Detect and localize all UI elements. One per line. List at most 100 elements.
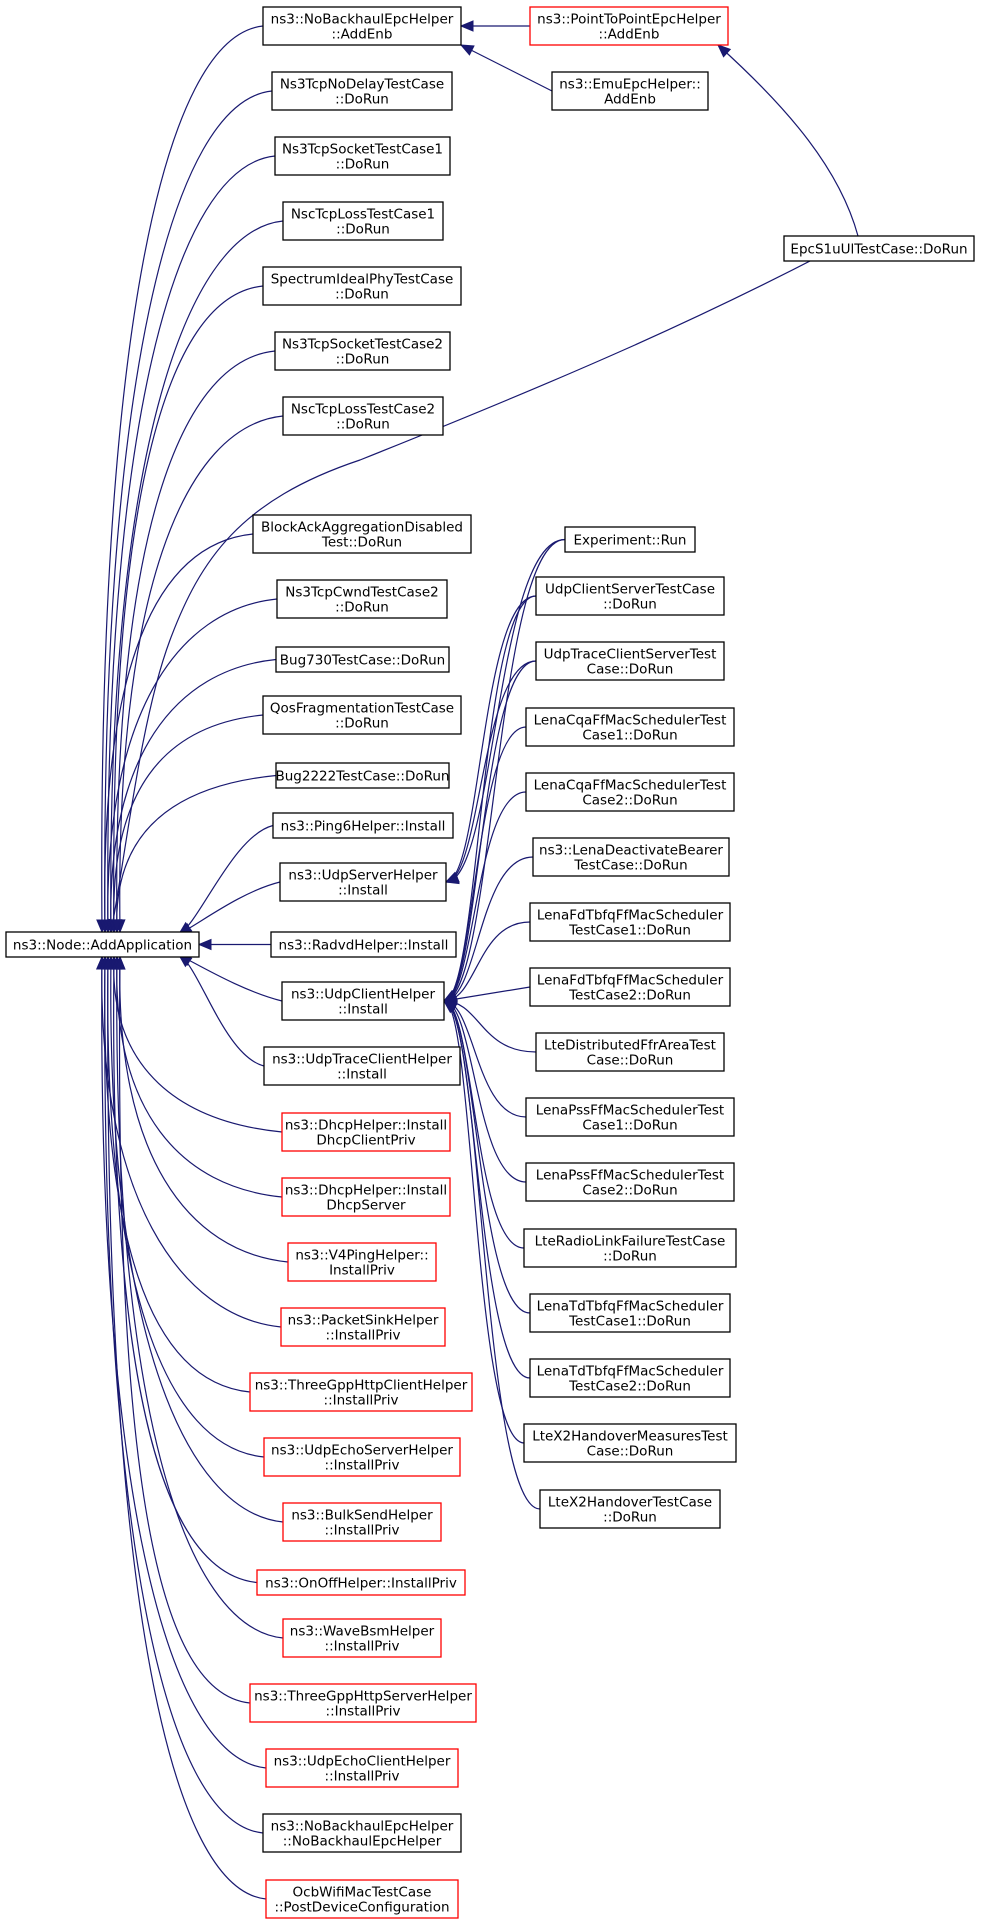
edge-radvd-to-root bbox=[197, 938, 271, 951]
node-label: ::InstallPriv bbox=[325, 1639, 400, 1655]
node-p2pAdd[interactable]: ns3::PointToPointEpcHelper::AddEnb bbox=[529, 6, 729, 46]
node-label: ns3::LenaDeactivateBearer bbox=[539, 843, 723, 859]
node-box bbox=[529, 1358, 731, 1398]
node-box bbox=[535, 576, 725, 616]
node-qosFrag[interactable]: QosFragmentationTestCase::DoRun bbox=[262, 695, 462, 735]
node-packetSink[interactable]: ns3::PacketSinkHelper::InstallPriv bbox=[280, 1307, 446, 1347]
node-label: ns3::EmuEpcHelper:: bbox=[559, 77, 701, 93]
node-ocbWifi[interactable]: OcbWifiMacTestCase::PostDeviceConfigurat… bbox=[265, 1879, 459, 1919]
node-bug730[interactable]: Bug730TestCase::DoRun bbox=[275, 646, 450, 673]
node-httpClient[interactable]: ns3::ThreeGppHttpClientHelper::InstallPr… bbox=[249, 1372, 473, 1412]
node-emuAdd[interactable]: ns3::EmuEpcHelper::AddEnb bbox=[551, 71, 709, 111]
node-nscLoss1[interactable]: NscTcpLossTestCase1::DoRun bbox=[282, 201, 444, 241]
node-box bbox=[564, 526, 696, 553]
node-lteRlf[interactable]: LteRadioLinkFailureTestCase::DoRun bbox=[523, 1228, 737, 1268]
node-box bbox=[282, 201, 444, 241]
node-tcpSock1[interactable]: Ns3TcpSocketTestCase1::DoRun bbox=[274, 136, 451, 176]
node-label: ::NoBackhaulEpcHelper bbox=[283, 1834, 442, 1850]
edge-ping6-to-root bbox=[177, 824, 274, 935]
edge-tcpNoDelay-to-root bbox=[99, 90, 273, 934]
node-label: UdpClientServerTestCase bbox=[545, 582, 715, 598]
node-tcpNoDelay[interactable]: Ns3TcpNoDelayTestCase::DoRun bbox=[271, 71, 453, 111]
arrowhead-icon bbox=[197, 938, 212, 951]
node-box bbox=[263, 1437, 461, 1477]
node-label: ::InstallPriv bbox=[325, 1769, 400, 1785]
node-onOff[interactable]: ns3::OnOffHelper::InstallPriv bbox=[256, 1569, 466, 1596]
node-specIdeal[interactable]: SpectrumIdealPhyTestCase::DoRun bbox=[262, 266, 462, 306]
node-label: ns3::Ping6Helper::Install bbox=[281, 819, 446, 835]
arrowhead-icon bbox=[444, 872, 460, 884]
node-httpServer[interactable]: ns3::ThreeGppHttpServerHelper::InstallPr… bbox=[249, 1683, 477, 1723]
node-label: Case::DoRun bbox=[587, 1053, 674, 1069]
node-box bbox=[275, 762, 450, 789]
edge-udpEchoClient-to-root bbox=[96, 955, 267, 1769]
node-v4ping[interactable]: ns3::V4PingHelper::InstallPriv bbox=[287, 1242, 437, 1282]
node-waveBsm[interactable]: ns3::WaveBsmHelper::InstallPriv bbox=[282, 1618, 442, 1658]
node-label: ns3::V4PingHelper:: bbox=[295, 1248, 428, 1264]
node-label: Ns3TcpNoDelayTestCase bbox=[280, 77, 444, 93]
node-udpCliSrv[interactable]: UdpClientServerTestCase::DoRun bbox=[535, 576, 725, 616]
node-label: ::DoRun bbox=[603, 1249, 657, 1265]
node-tcpCwnd2[interactable]: Ns3TcpCwndTestCase2::DoRun bbox=[276, 579, 448, 619]
node-label: LenaTdTbfqFfMacScheduler bbox=[537, 1299, 724, 1315]
node-ping6[interactable]: ns3::Ping6Helper::Install bbox=[272, 812, 454, 839]
edge-udpTraceCliSrv-to-udpServer bbox=[444, 660, 537, 884]
node-label: Case1::DoRun bbox=[582, 1118, 677, 1134]
node-udpClient[interactable]: ns3::UdpClientHelper::Install bbox=[281, 981, 445, 1021]
node-nbAdd[interactable]: ns3::NoBackhaulEpcHelper::AddEnb bbox=[262, 6, 462, 46]
node-label: ::DoRun bbox=[336, 417, 390, 433]
node-box bbox=[532, 837, 730, 877]
graph-nodes: ns3::Node::AddApplicationns3::NoBackhaul… bbox=[5, 6, 975, 1919]
node-box bbox=[535, 641, 725, 681]
node-bulkSend[interactable]: ns3::BulkSendHelper::InstallPriv bbox=[282, 1502, 442, 1542]
node-tcpSock2[interactable]: Ns3TcpSocketTestCase2::DoRun bbox=[274, 331, 451, 371]
node-label: LenaCqaFfMacSchedulerTest bbox=[534, 713, 727, 729]
node-experiment[interactable]: Experiment::Run bbox=[564, 526, 696, 553]
node-label: Bug2222TestCase::DoRun bbox=[275, 769, 449, 785]
node-box bbox=[271, 71, 453, 111]
node-nbCtor[interactable]: ns3::NoBackhaulEpcHelper::NoBackhaulEpcH… bbox=[262, 1813, 462, 1853]
node-label: ::DoRun bbox=[603, 1510, 657, 1526]
node-label: NscTcpLossTestCase1 bbox=[291, 207, 435, 223]
node-label: ::AddEnb bbox=[332, 27, 393, 43]
node-nscLoss2[interactable]: NscTcpLossTestCase2::DoRun bbox=[282, 396, 444, 436]
node-radvd[interactable]: ns3::RadvdHelper::Install bbox=[270, 931, 457, 958]
arrowhead-icon bbox=[459, 44, 475, 56]
node-bug2222[interactable]: Bug2222TestCase::DoRun bbox=[275, 762, 450, 789]
edge-udpClient-to-root bbox=[177, 954, 283, 1002]
node-label: ns3::OnOffHelper::InstallPriv bbox=[265, 1576, 457, 1592]
node-lteX2[interactable]: LteX2HandoverTestCase::DoRun bbox=[539, 1489, 721, 1529]
node-box bbox=[265, 1879, 459, 1919]
node-label: UdpTraceClientServerTest bbox=[544, 647, 717, 663]
node-udpEchoClient[interactable]: ns3::UdpEchoClientHelper::InstallPriv bbox=[265, 1748, 459, 1788]
node-label: OcbWifiMacTestCase bbox=[293, 1885, 432, 1901]
node-label: ns3::NoBackhaulEpcHelper bbox=[271, 12, 454, 28]
node-udpServer[interactable]: ns3::UdpServerHelper::Install bbox=[279, 862, 447, 902]
node-udpTrace[interactable]: ns3::UdpTraceClientHelper::Install bbox=[263, 1046, 461, 1086]
node-root[interactable]: ns3::Node::AddApplication bbox=[5, 931, 200, 958]
node-box bbox=[279, 862, 447, 902]
node-label: LenaCqaFfMacSchedulerTest bbox=[534, 778, 727, 794]
node-epcS1u[interactable]: EpcS1uUlTestCase::DoRun bbox=[783, 235, 975, 262]
node-box bbox=[287, 1242, 437, 1282]
edge-bug730-to-root bbox=[104, 658, 277, 934]
node-label: ::DoRun bbox=[335, 92, 389, 108]
node-box bbox=[272, 812, 454, 839]
node-label: ::DoRun bbox=[336, 352, 390, 368]
node-udpEchoServer[interactable]: ns3::UdpEchoServerHelper::InstallPriv bbox=[263, 1437, 461, 1477]
